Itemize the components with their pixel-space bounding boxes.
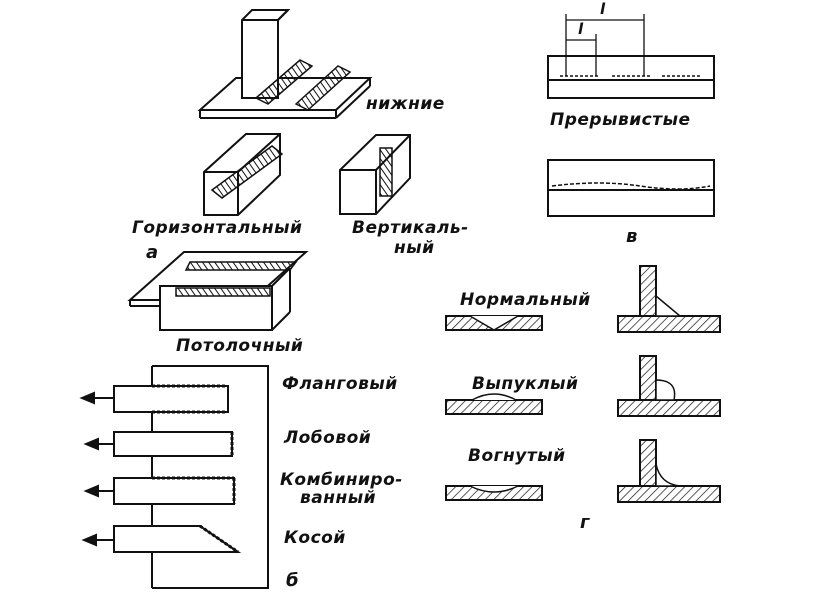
label-frontal: Лобовой xyxy=(284,428,372,448)
label-concave: Вогнутый xyxy=(468,446,566,466)
continuous-weld-figure xyxy=(547,159,715,217)
label-oblique: Косой xyxy=(284,528,346,548)
label-letter-v: в xyxy=(626,226,638,247)
intermittent-weld-figure xyxy=(547,14,715,99)
label-vertical-1: Вертикаль- xyxy=(352,218,469,238)
label-dim-big: l xyxy=(600,0,606,18)
label-vertical-2: ный xyxy=(394,238,435,258)
lower-weld-figure xyxy=(197,9,373,119)
concave-weld-figure xyxy=(445,439,721,503)
convex-weld-figure xyxy=(445,355,721,417)
label-combined-2: ванный xyxy=(300,488,377,508)
label-convex: Выпуклый xyxy=(472,374,579,394)
lap-joint-figure xyxy=(79,365,269,589)
normal-weld-figure xyxy=(445,265,721,333)
label-combined-1: Комбиниро- xyxy=(280,470,403,490)
label-letter-b: б xyxy=(286,570,300,591)
label-horizontal: Горизонтальный xyxy=(132,218,303,238)
label-letter-g: г xyxy=(580,512,590,533)
label-normal: Нормальный xyxy=(460,290,591,310)
vertical-weld-figure xyxy=(339,134,411,215)
label-ceiling: Потолочный xyxy=(176,336,304,356)
label-flank: Фланговый xyxy=(282,374,398,394)
label-dim-small: l xyxy=(578,20,584,38)
label-intermittent: Прерывистые xyxy=(550,110,691,130)
label-letter-a: а xyxy=(146,242,159,263)
label-lower: нижние xyxy=(366,94,445,114)
ceiling-weld-figure xyxy=(127,251,309,331)
horizontal-weld-figure xyxy=(203,133,284,216)
